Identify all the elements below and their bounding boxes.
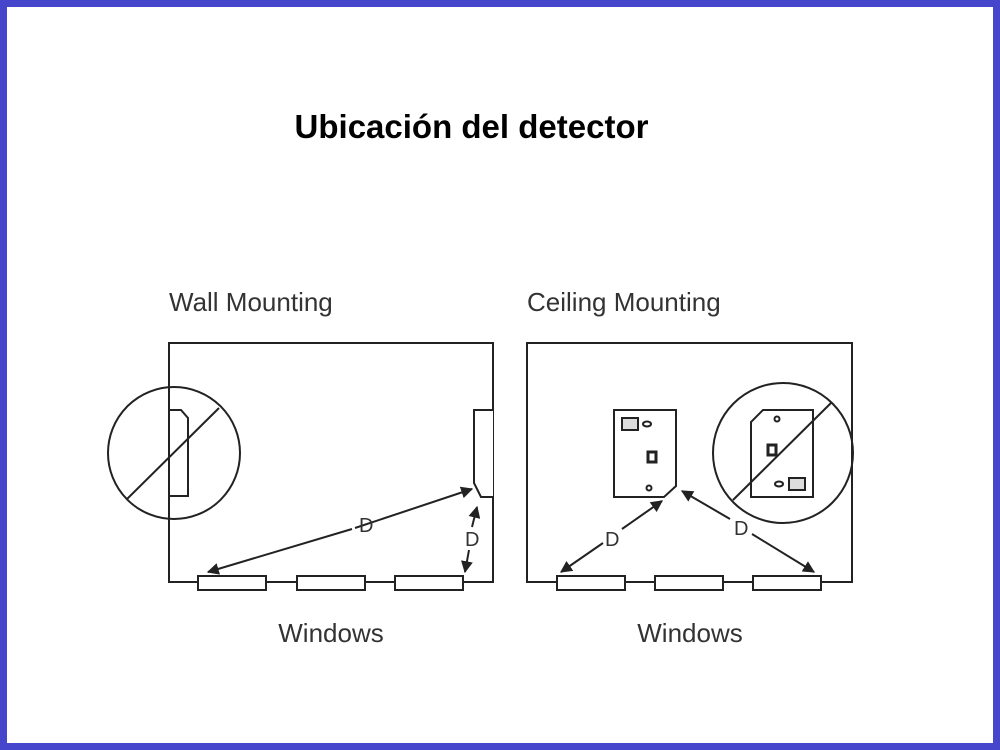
ceiling-distance-label-left: D (605, 529, 619, 551)
ceiling-distance-arrow-right (680, 490, 731, 520)
wall-detector-correct (473, 409, 493, 498)
wall-distance-arrow-short (468, 505, 481, 528)
wall-distance-label-short: D (465, 529, 479, 551)
wall-window-2 (296, 575, 366, 591)
ceiling-detector-correct (613, 409, 677, 498)
ceiling-prohibited-slash (732, 401, 833, 501)
ceiling-window-3 (752, 575, 822, 591)
ceiling-window-1 (556, 575, 626, 591)
wall-prohibited-slash (126, 407, 220, 500)
wall-distance-label-long: D (359, 515, 373, 537)
wall-windows-label: Windows (278, 618, 384, 648)
wall-distance-arrow-long (354, 486, 474, 529)
ceiling-mounting-heading: Ceiling Mounting (527, 287, 721, 317)
ceiling-window-2 (654, 575, 724, 591)
slide-title: Ubicación del detector (294, 108, 649, 145)
ceiling-distance-label-right: D (734, 518, 748, 540)
wall-window-3 (394, 575, 464, 591)
ceiling-distance-arrow-left (621, 500, 663, 530)
wall-mounting-heading: Wall Mounting (169, 287, 333, 317)
wall-window-1 (197, 575, 267, 591)
ceiling-windows-label: Windows (637, 618, 743, 648)
wall-detector-wrong (169, 409, 189, 497)
ceiling-detector-wrong (750, 409, 814, 498)
